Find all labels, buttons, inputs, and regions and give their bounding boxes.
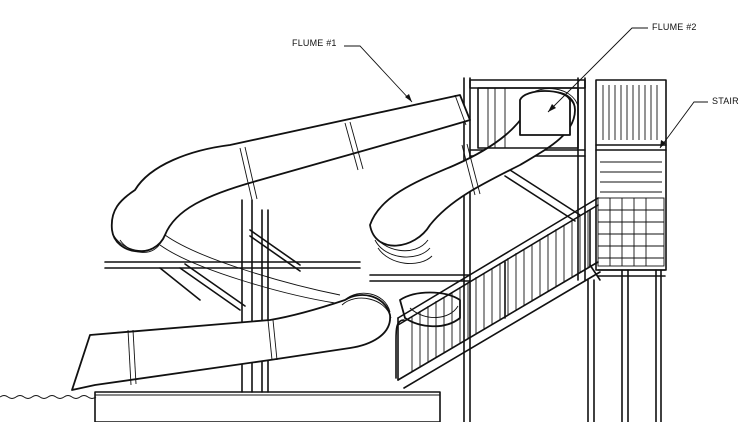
flume-1-lower-tube xyxy=(71,292,392,391)
flume-1-upper-tube xyxy=(110,94,471,253)
stair-tower-guard-upper xyxy=(602,85,658,140)
stair-treads xyxy=(600,161,662,193)
support-columns xyxy=(241,77,662,422)
stair-run xyxy=(395,197,601,389)
water-surface xyxy=(0,395,97,399)
stair-label: STAIR xyxy=(712,96,739,106)
flume-2-label: FLUME #2 xyxy=(652,22,697,32)
ground-platform xyxy=(94,391,441,422)
callout-leaders xyxy=(344,27,708,149)
stair-balusters xyxy=(411,210,589,372)
flume-1-label: FLUME #1 xyxy=(292,38,337,48)
stair-tower xyxy=(595,79,667,271)
stair-tower-guard-lower xyxy=(597,197,665,267)
